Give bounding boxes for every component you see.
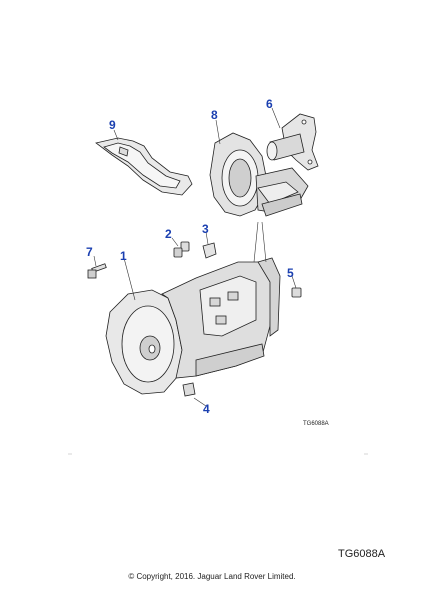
part-4-plug[interactable] [182, 382, 196, 397]
part-6-output-flange[interactable] [266, 113, 319, 171]
part-2-plug[interactable] [173, 241, 190, 258]
part-1-transmission[interactable] [105, 257, 281, 395]
callouts: 1 2 3 4 5 6 7 8 9 [86, 97, 294, 416]
leader-lines [93, 107, 297, 407]
callout-6: 6 [266, 97, 273, 111]
part-7-bolt[interactable] [87, 263, 107, 279]
part-9-shield[interactable] [95, 137, 193, 196]
callout-4: 4 [203, 402, 210, 416]
callout-7: 7 [86, 245, 93, 259]
figure-code: TG6088A [338, 548, 386, 560]
callout-3: 3 [202, 222, 209, 236]
part-5-plug[interactable] [291, 287, 302, 298]
copyright-notice: © Copyright, 2016. Jaguar Land Rover Lim… [128, 572, 296, 581]
callout-5: 5 [287, 266, 294, 280]
part-3-plug[interactable] [202, 242, 217, 259]
callout-9: 9 [109, 118, 116, 132]
callout-8: 8 [211, 108, 218, 122]
callout-1: 1 [120, 249, 127, 263]
part-8-bell-housing[interactable] [209, 132, 309, 217]
figure-code-small: TG6088A [303, 421, 329, 427]
callout-2: 2 [165, 227, 172, 241]
